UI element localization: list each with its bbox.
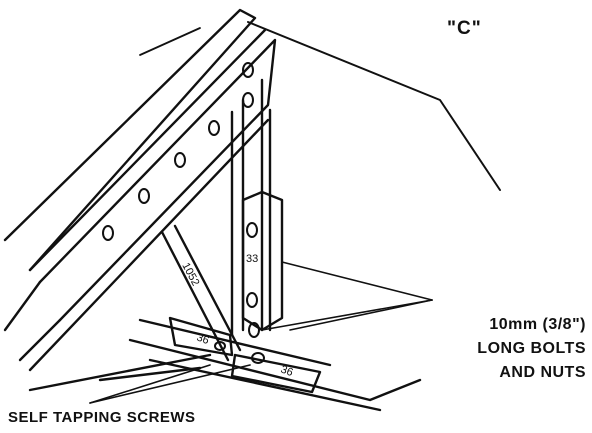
base-sill bbox=[28, 316, 422, 412]
leader-lines bbox=[89, 261, 433, 404]
upright-post bbox=[230, 78, 284, 337]
roof-line bbox=[247, 21, 501, 191]
bolts-line-2: LONG BOLTS bbox=[477, 340, 586, 357]
upright-bolt-holes bbox=[246, 222, 260, 338]
view-label: "C" bbox=[447, 18, 482, 39]
base-plate-right-number: 36 bbox=[279, 364, 295, 379]
bolts-callout: 10mm (3/8") LONG BOLTS AND NUTS bbox=[436, 313, 586, 385]
bolts-line-1: 10mm (3/8") bbox=[489, 316, 586, 333]
bolts-line-3: AND NUTS bbox=[499, 364, 586, 381]
hatch-line bbox=[139, 27, 201, 56]
rafter-beam bbox=[3, 8, 277, 372]
base-plate-left-number: 36 bbox=[195, 332, 211, 347]
rafter-bolt-holes bbox=[102, 62, 254, 241]
base-bolts bbox=[214, 341, 265, 364]
upright-part-number: 33 bbox=[246, 253, 258, 265]
screws-callout: SELF TAPPING SCREWS bbox=[8, 409, 196, 426]
